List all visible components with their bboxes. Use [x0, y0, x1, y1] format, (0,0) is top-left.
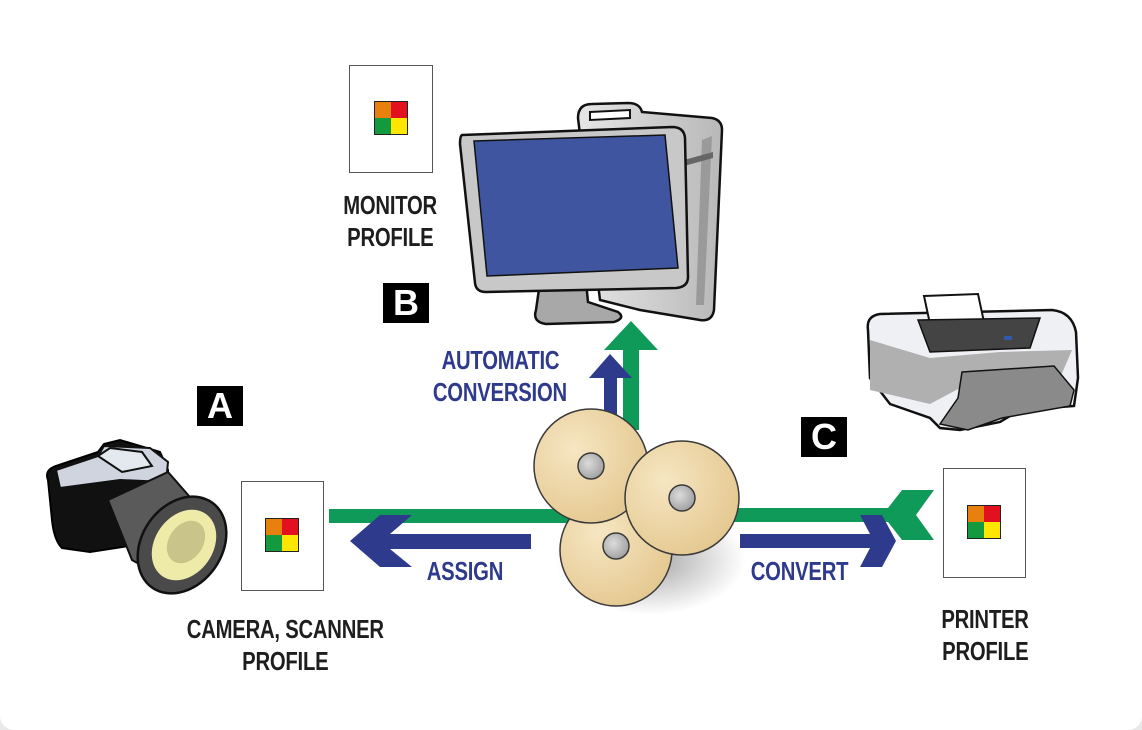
swatch-green: [266, 535, 282, 551]
camera-profile-card: [241, 481, 324, 591]
badge-a: A: [197, 386, 243, 426]
automatic-conversion-label: AUTOMATIC CONVERSION: [432, 345, 568, 407]
disc-top-left: [533, 408, 649, 524]
convert-arrow: [740, 515, 896, 567]
assign-label: ASSIGN: [426, 556, 504, 586]
assign-arrow: [350, 515, 531, 567]
camera-icon: [46, 438, 228, 595]
swatch-red: [984, 506, 1000, 522]
swatch-orange: [968, 506, 984, 522]
swatch-yellow: [282, 535, 298, 551]
profile-swatch-icon: [967, 505, 1001, 539]
printer-profile-label: PRINTER PROFILE: [941, 604, 1029, 666]
swatch-green: [375, 118, 391, 134]
badge-c: C: [801, 417, 847, 457]
profile-swatch-icon: [374, 101, 408, 135]
convert-label: CONVERT: [751, 556, 849, 586]
assign-arrow-group: [329, 509, 569, 567]
printer-profile-card: [943, 468, 1026, 578]
automatic-arrow-group: [589, 321, 658, 430]
swatch-red: [282, 519, 298, 535]
swatch-orange: [375, 102, 391, 118]
automatic-conversion-arrow: [589, 354, 632, 430]
swatch-yellow: [984, 522, 1000, 538]
green-arrow-up: [604, 321, 658, 430]
monitor-profile-label: MONITOR PROFILE: [343, 190, 437, 252]
monitor-profile-card: [349, 65, 433, 173]
disc-right: [624, 440, 740, 556]
monitor-screen: [473, 134, 679, 277]
green-arrow-right: [730, 490, 934, 540]
swatch-yellow: [391, 118, 407, 134]
green-line-left: [329, 509, 569, 523]
badge-b: B: [383, 283, 429, 323]
convert-arrow-group: [730, 490, 934, 567]
swatch-orange: [266, 519, 282, 535]
profile-swatch-icon: [265, 518, 299, 552]
swatch-green: [968, 522, 984, 538]
printer-icon: [866, 292, 1080, 432]
swatch-red: [391, 102, 407, 118]
computer-icon: [458, 101, 724, 326]
camera-profile-label: CAMERA, SCANNER PROFILE: [186, 614, 384, 676]
hub-discs: [533, 408, 745, 615]
